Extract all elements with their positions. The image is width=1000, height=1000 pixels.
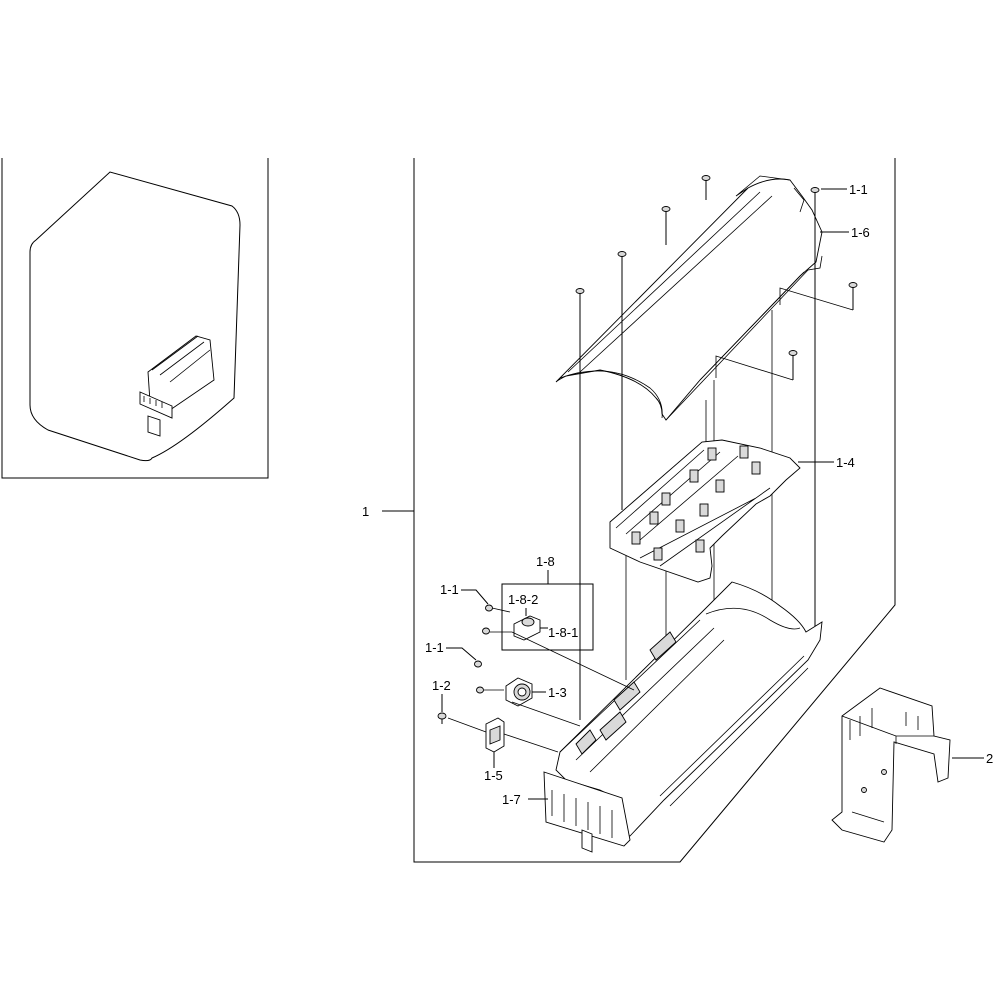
screw-icon — [474, 660, 482, 668]
terminal-icon — [715, 479, 725, 493]
inset-heater-assembly — [139, 335, 215, 437]
terminal-icon — [739, 445, 749, 459]
terminal-icon — [695, 539, 705, 553]
callout-1-2: 1-2 — [432, 678, 451, 693]
terminal-icon — [675, 519, 685, 533]
terminal-icon — [661, 492, 671, 506]
callout-1-5: 1-5 — [484, 768, 503, 783]
screw-icon — [575, 288, 585, 720]
screw-icon — [482, 627, 490, 635]
screw-icon — [617, 251, 627, 510]
callout-1-6: 1-6 — [851, 225, 870, 240]
callout-1-3: 1-3 — [548, 685, 567, 700]
terminal-icon — [689, 469, 699, 483]
callouts-top-right: 1-1 1-6 — [820, 182, 870, 240]
callout-2: 2 — [986, 751, 993, 766]
terminal-icon — [751, 461, 761, 475]
screw-icon — [476, 686, 484, 694]
mounting-bracket-part-2: 2 — [831, 687, 993, 843]
main-assembly-frame: 1 — [362, 158, 896, 863]
callout-1-8-2: 1-8-2 — [508, 592, 538, 607]
terminal-icon — [707, 447, 717, 461]
thermostat-icon — [513, 615, 541, 641]
thermostat-group-part-1-8: 1-8 1-8-2 1-8-1 — [501, 554, 594, 651]
screw-icon — [701, 175, 711, 200]
thermal-fuse-icon — [505, 677, 533, 707]
overview-inset — [1, 158, 269, 479]
screws-top — [575, 175, 858, 720]
callout-1: 1 — [362, 504, 369, 519]
heater-plate-part-1-4: 1-4 — [609, 439, 855, 583]
terminal-icon — [649, 511, 659, 525]
bracket-icon — [485, 717, 505, 753]
screw-icon — [661, 206, 671, 245]
screw-icon — [437, 712, 447, 724]
callout-1-4: 1-4 — [836, 455, 855, 470]
callout-1-1-top: 1-1 — [849, 182, 868, 197]
callout-1-1-a: 1-1 — [440, 582, 459, 597]
terminal-icon — [699, 503, 709, 517]
callout-1-1-b: 1-1 — [425, 640, 444, 655]
callout-1-8: 1-8 — [536, 554, 555, 569]
screw-icon — [485, 604, 493, 612]
screw-icon — [848, 282, 858, 310]
heater-cover-part-1-6 — [555, 175, 823, 421]
side-components: 1-1 1-1 1-3 1-2 1-5 — [425, 582, 635, 783]
screw-icon — [788, 350, 798, 380]
terminal-icon — [631, 531, 641, 545]
callout-1-7: 1-7 — [502, 792, 521, 807]
front-plate-part-1-7: 1-7 — [502, 771, 631, 853]
screw-icon — [810, 187, 820, 630]
callout-1-8-1: 1-8-1 — [548, 625, 578, 640]
terminal-icon — [653, 547, 663, 561]
